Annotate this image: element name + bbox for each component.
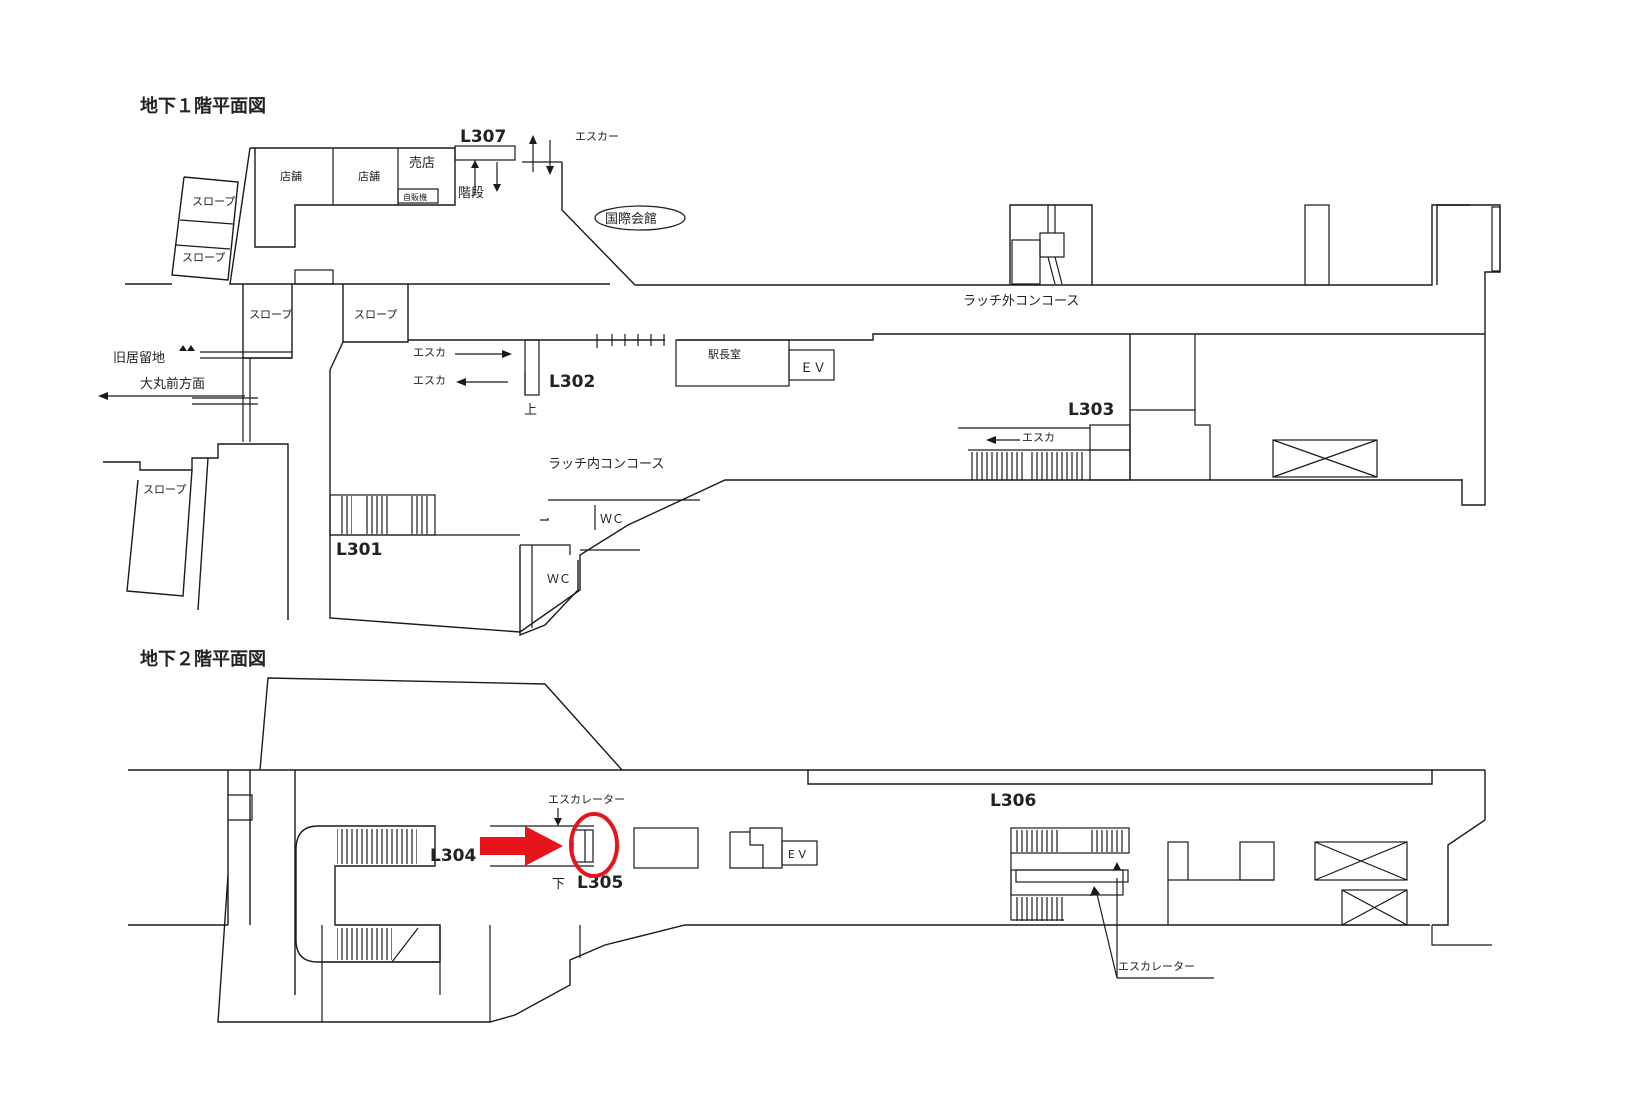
vending-label: 自販機 xyxy=(403,192,427,202)
left-exits: 旧居留地 大丸前方面 xyxy=(98,345,292,442)
shop-block: 店舗 店舗 売店 自販機 xyxy=(250,147,456,248)
ev-label-b1: ＥＶ xyxy=(800,361,826,376)
slope-label-1: スロープ xyxy=(192,195,235,208)
l304-stairs: L304 xyxy=(295,825,476,963)
shop-label-1: 店舗 xyxy=(280,169,302,183)
inner-concourse: エスカ エスカ 上 L302 駅長室 ＥＶ ラッチ内コンコース L301 ＷＣ … xyxy=(329,333,1485,637)
l305-escalator: エスカレーター 下 L305 xyxy=(490,793,625,893)
l303-area: L303 エスカ xyxy=(958,334,1378,481)
floor-title-b1: 地下１階平面図 xyxy=(140,95,266,117)
highlight-arrow xyxy=(480,826,563,866)
b2-rooms: E V xyxy=(633,827,818,869)
esca-label-1: エスカ xyxy=(413,346,446,359)
escalator-label-l306: エスカレーター xyxy=(1118,960,1195,973)
slope-left-lower: スロープ xyxy=(103,443,289,620)
floor-title-b2: 地下２階平面図 xyxy=(140,648,266,670)
x-box-b2-2 xyxy=(1341,889,1408,926)
escalator-label-top: エスカー xyxy=(575,130,619,143)
upper-right-stairs: ラッチ外コンコース xyxy=(963,204,1501,506)
outer-concourse-label: ラッチ外コンコース xyxy=(963,294,1079,309)
daimaru-label: 大丸前方面 xyxy=(140,376,205,392)
stairs-label: 階段 xyxy=(458,186,484,201)
escalator-label-l305: エスカレーター xyxy=(548,793,625,806)
kokusai-kaikan: 国際会館 xyxy=(594,205,686,231)
slope-label-5: スロープ xyxy=(143,483,186,496)
wc-label-1: ＷＣ xyxy=(600,512,624,526)
slope-label-4: スロープ xyxy=(354,308,397,321)
kyukyoryuchi-label: 旧居留地 xyxy=(113,351,165,366)
esca-label-3: エスカ xyxy=(1022,431,1055,444)
escalator-arrows-l307: エスカー xyxy=(522,130,619,175)
b2-structure xyxy=(128,677,1492,1023)
slope-left-upper: スロープ スロープ xyxy=(171,176,239,281)
ev-label-b2: E V xyxy=(788,848,806,861)
code-l303: L303 xyxy=(1068,400,1114,420)
x-box-b1 xyxy=(1272,439,1378,478)
shop-label-2: 店舗 xyxy=(358,169,380,183)
gate-ticks xyxy=(596,334,665,348)
highlight-circle xyxy=(569,812,619,878)
code-l302: L302 xyxy=(549,372,595,392)
slope-label-2: スロープ xyxy=(182,251,225,264)
l307-stairs: 階段 L307 xyxy=(454,127,516,201)
kokusai-kaikan-label: 国際会館 xyxy=(605,212,657,227)
code-l307: L307 xyxy=(460,127,506,147)
code-l304: L304 xyxy=(430,846,476,866)
l306-area: L306 エスカレーター xyxy=(990,791,1408,979)
inner-concourse-label: ラッチ内コンコース xyxy=(548,456,664,472)
code-l305: L305 xyxy=(577,873,623,893)
stationmaster-label: 駅長室 xyxy=(708,347,741,361)
x-box-b2-1 xyxy=(1314,841,1408,881)
down-label: 下 xyxy=(552,877,565,892)
slope-label-3: スロープ xyxy=(249,308,292,321)
slope-middle: スロープ スロープ xyxy=(242,269,409,359)
esca-label-2: エスカ xyxy=(413,374,446,387)
code-l306: L306 xyxy=(990,791,1036,811)
kiosk-label: 売店 xyxy=(409,155,435,171)
code-l301: L301 xyxy=(336,540,382,560)
up-label: 上 xyxy=(524,403,537,418)
wc-label-2: ＷＣ xyxy=(547,572,571,586)
